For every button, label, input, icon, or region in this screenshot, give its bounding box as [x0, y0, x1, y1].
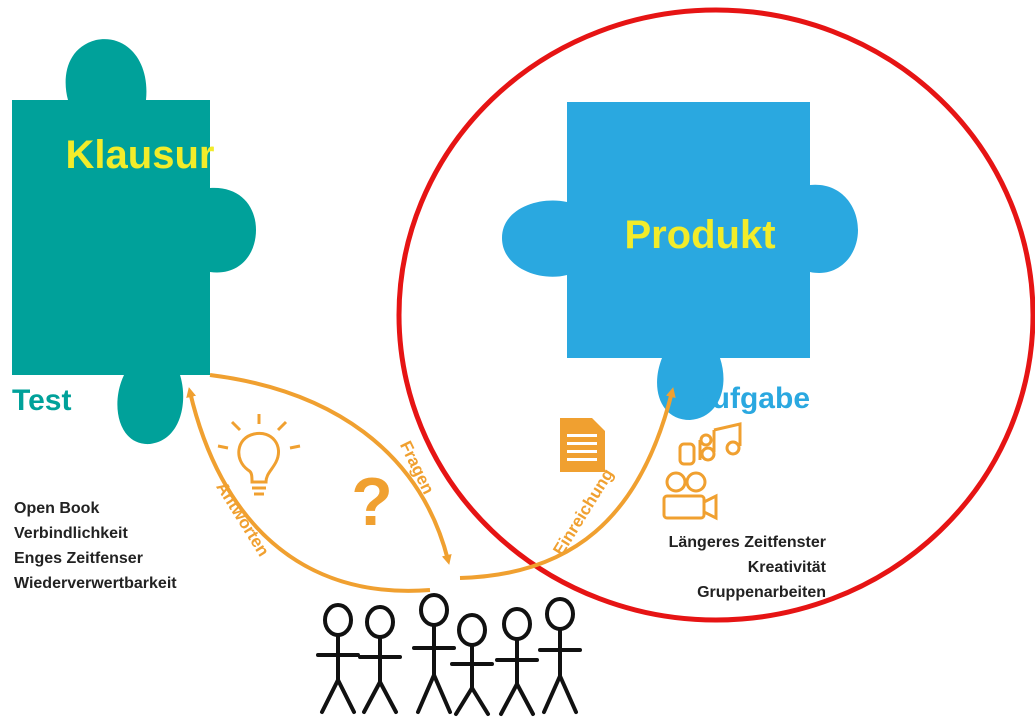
right-list-item-0: Längeres Zeitfenster [669, 534, 826, 551]
antworten-arrow [186, 387, 431, 593]
left-list-item-1: Verbindlichkeit [14, 525, 128, 542]
person-figure [412, 593, 456, 714]
produkt-title: Produkt [624, 213, 775, 257]
left-list-item-0: Open Book [14, 500, 99, 517]
lightbulb-icon [217, 414, 301, 496]
person-figure [316, 603, 360, 714]
person-figure [538, 597, 582, 714]
music-notes-icon [678, 422, 742, 466]
group-of-people-icon [316, 593, 582, 716]
antworten-label: Antworten [212, 478, 273, 559]
right-list-item-1: Kreativität [748, 559, 827, 576]
right-list-item-2: Gruppenarbeiten [697, 584, 826, 601]
question-mark: ? [351, 464, 393, 540]
klausur-title: Klausur [66, 133, 215, 177]
highlight-circle [396, 7, 1035, 623]
document-icon [560, 418, 605, 472]
person-figure [495, 607, 539, 716]
test-label: Test [12, 384, 71, 417]
left-list-item-2: Enges Zeitfenser [14, 550, 143, 567]
person-figure [358, 605, 402, 714]
video-camera-icon [662, 471, 718, 521]
puzzle-piece-klausur [12, 39, 256, 445]
person-figure [450, 613, 494, 716]
left-list-item-3: Wiederverwertbarkeit [14, 575, 177, 592]
aufgabe-label: Aufgabe [690, 382, 810, 415]
fragen-arrow [209, 373, 452, 565]
einreichung-arrow [459, 387, 676, 580]
puzzle-piece-produkt [502, 102, 858, 420]
einreichung-label: Einreichung [549, 465, 617, 558]
